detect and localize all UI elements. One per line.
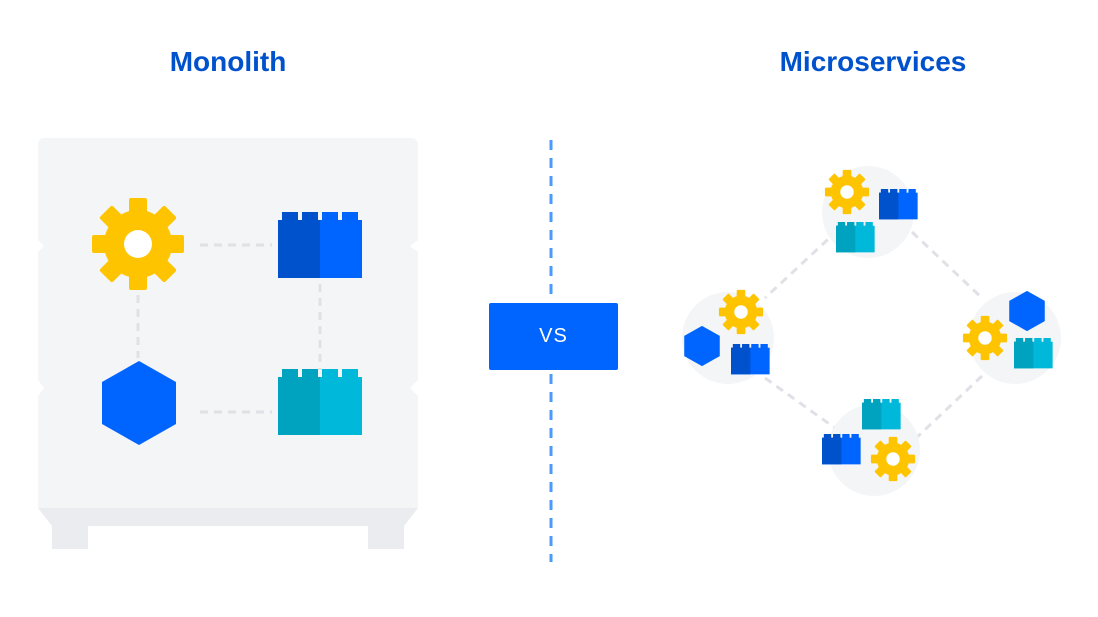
gear-icon (92, 198, 184, 290)
microservices-title: Microservices (779, 46, 967, 77)
monolith-connectors (136, 243, 322, 414)
teal-block-icon (862, 399, 901, 430)
service-node-bottom (822, 399, 920, 496)
service-node-left (682, 289, 774, 384)
microservices-connectors (763, 228, 984, 442)
gear-icon (824, 169, 870, 215)
monolith-panel (38, 138, 418, 549)
gear-icon (718, 289, 764, 335)
blue-block-icon (822, 434, 861, 465)
teal-block-icon (836, 222, 875, 253)
gear-icon (962, 315, 1008, 361)
service-node-right (962, 290, 1061, 384)
service-node-top (822, 166, 918, 258)
teal-block-icon (1014, 338, 1053, 369)
gear-icon (870, 436, 916, 482)
vs-label: VS (539, 325, 568, 347)
vs-badge: VS (489, 303, 618, 370)
blue-block-icon (879, 189, 918, 220)
monolith-title: Monolith (169, 46, 287, 77)
blue-block-icon (278, 212, 362, 278)
teal-block-icon (278, 369, 362, 435)
blue-block-icon (731, 344, 770, 375)
